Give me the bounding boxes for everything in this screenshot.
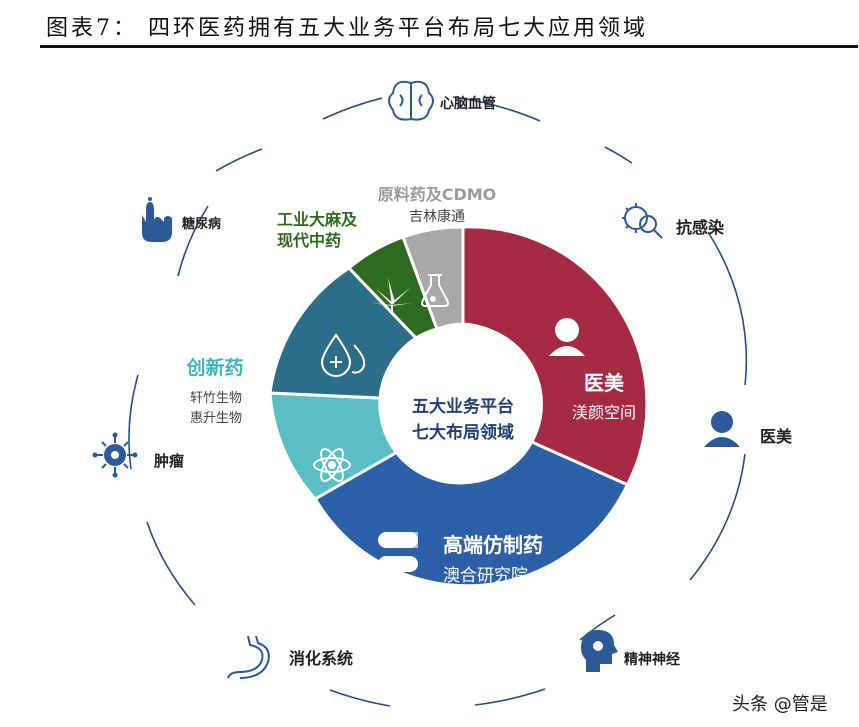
platform-sub-innovative-2: 惠升生物 <box>190 411 242 426</box>
platform-name-cannabis-1: 工业大麻及 <box>277 210 358 229</box>
platform-sub-api: 吉林康通 <box>409 208 465 225</box>
woman-icon <box>704 411 740 447</box>
field-label-diabetes: 糖尿病 <box>182 216 221 232</box>
platform-name-cannabis-2: 现代中药 <box>277 231 341 250</box>
field-label-aesthetics: 医美 <box>760 427 793 446</box>
field-label-neuro: 精神神经 <box>624 651 680 668</box>
field-label-cardio: 心脑血管 <box>440 95 496 112</box>
flask-icon <box>421 274 449 307</box>
cannabis-leaf-icon <box>372 278 412 313</box>
platform-sub-aesthetics: 渼颜空间 <box>572 403 636 422</box>
platform-name-generic: 高端仿制药 <box>443 533 543 557</box>
title-underline <box>40 45 858 48</box>
platform-name-innovative: 创新药 <box>185 356 243 379</box>
center-line-1: 五大业务平台 <box>412 396 514 417</box>
head-neuro-icon <box>581 630 618 672</box>
field-label-tumor: 肿瘤 <box>154 452 184 470</box>
figure-title: 图表7： 四环医药拥有五大业务平台布局七大应用领域 <box>46 16 648 41</box>
finger-prick-icon <box>142 197 172 242</box>
center-line-2: 七大布局领域 <box>412 422 514 443</box>
field-label-anti-infection: 抗感染 <box>676 218 725 237</box>
virus-magnifier-icon <box>622 203 663 239</box>
woman-icon <box>549 318 585 356</box>
field-label-digestive: 消化系统 <box>289 649 353 668</box>
tumor-cell-icon <box>92 432 138 478</box>
platform-name-api: 原料药及CDMO <box>378 185 497 204</box>
platform-name-aesthetics: 医美 <box>584 371 625 395</box>
drop-plus-icon <box>320 333 366 377</box>
watermark: 头条 @管是 <box>732 694 828 715</box>
stomach-icon <box>227 635 270 679</box>
atom-icon <box>313 448 351 482</box>
pill-capsules-icon <box>378 532 418 572</box>
brain-icon <box>388 80 434 121</box>
donut-hole <box>383 324 543 484</box>
outer-ring <box>128 96 748 707</box>
platform-sub-innovative-1: 轩竹生物 <box>190 391 242 406</box>
platform-sub-generic: 澳合研究院 <box>443 566 528 586</box>
